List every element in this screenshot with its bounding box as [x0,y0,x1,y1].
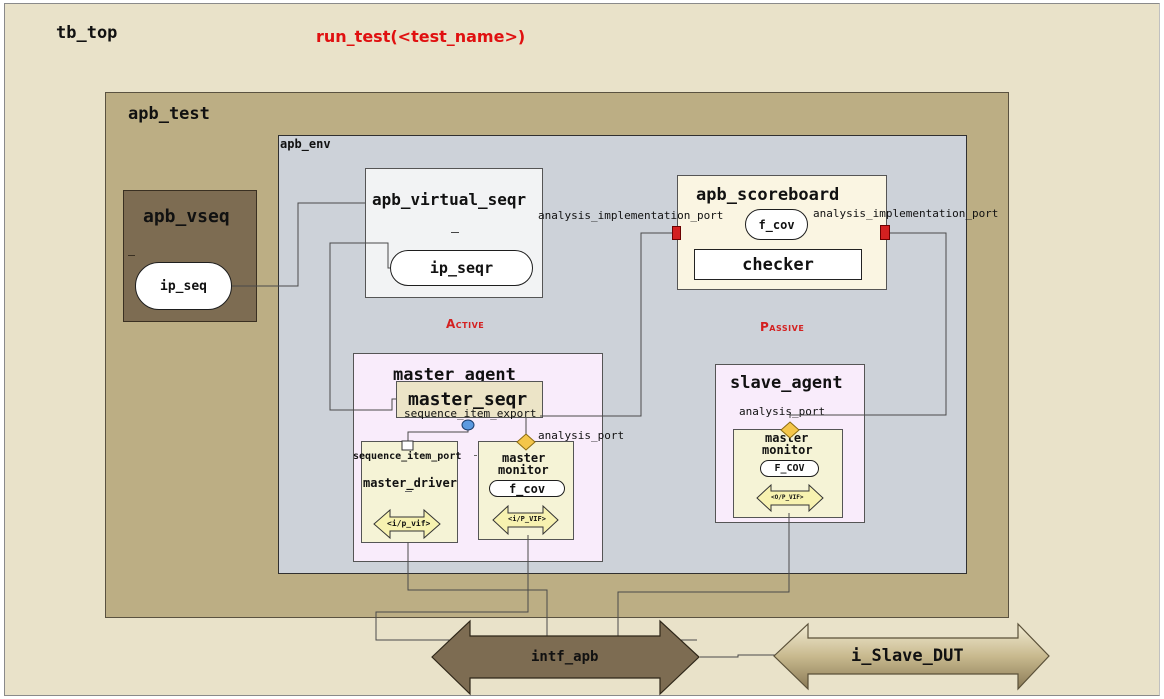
slave-agent-label: slave_agent [730,373,843,393]
slave-vif-arrow-icon [756,483,824,513]
slave-monitor-label-2: monitor [762,443,813,457]
intf-apb-label: intf_apb [531,649,599,665]
analysis-impl-port-left [672,226,681,240]
master-seqr-label: master_seqr [408,389,528,410]
tb-top-label: tb_top [56,23,118,43]
analysis-impl-port-label-left: analysis_implementation_port [538,209,724,222]
master-agent-label: master_agent [393,365,516,385]
wire-ipseq-vseqr [232,202,365,287]
apb-scoreboard-label: apb_scoreboard [696,185,840,205]
slave-monitor-label-1: master [765,431,809,445]
active-tag: Active [446,317,485,331]
wire-slave-to-scoreboard [789,232,947,418]
ip-seq-box: ip_seq [135,262,232,310]
master-monitor-label-2: monitor [498,463,549,477]
i-slave-dut-arrow-icon [773,622,1050,691]
run-test-label: run_test(<test_name>) [316,27,526,46]
scoreboard-f-cov: f_cov [745,209,808,240]
apb-env-label: apb_env [280,137,331,151]
wire-driver-to-intf [407,542,697,641]
slave-monitor-f-cov: F_COV [760,460,819,477]
checker-box: checker [694,249,862,280]
driver-monitor-dash [474,455,477,456]
master-monitor-f-cov: f_cov [489,480,565,497]
sequence-item-export-label: sequence_item_export [404,407,537,420]
passive-tag: Passive [760,320,805,334]
apb-virtual-seqr-label: apb_virtual_seqr [372,190,527,209]
master-analysis-port-label: analysis_port [538,429,625,442]
ip-seqr-box: ip_seqr [390,250,533,286]
vseq-dash [128,255,135,256]
vseqr-dash [451,232,459,233]
master-seqr-box [396,381,543,418]
apb-test-label: apb_test [128,104,210,124]
wire-intf-to-dut [700,654,780,658]
export-port-icon [461,419,475,431]
wire-export-to-driver [407,425,469,441]
sequence-item-port-icon [401,440,414,451]
slave-analysis-port-icon [780,421,800,439]
driver-vif-arrow-icon [373,508,441,540]
driver-vif-label: <i/p_vif> [387,519,431,528]
slave-vif-label: <O/P_VIF> [771,494,804,501]
analysis-impl-port-right [880,225,890,240]
i-slave-dut-label: i_Slave_DUT [851,646,964,666]
analysis-impl-port-label-right: analysis_implementation_port [813,207,999,220]
wire-ipseqr-masterseqr [329,242,396,411]
apb-vseq-label: apb_vseq [143,206,230,227]
master-analysis-port-icon [516,433,536,451]
master-monitor-label-1: master [502,451,546,465]
wire-master-to-scoreboard [540,232,672,417]
monitor-vif-arrow-icon [492,504,559,536]
driver-dash [405,491,412,492]
intf-apb-arrow-icon [431,619,700,696]
sequence-item-port-label: sequence_item_port [353,451,462,462]
monitor-vif-label: <i/P_VIF> [508,515,546,523]
wire-monitor-to-intf [375,535,529,641]
master-driver-label: master_driver [363,476,457,490]
wire-slave-to-intf [617,513,790,640]
